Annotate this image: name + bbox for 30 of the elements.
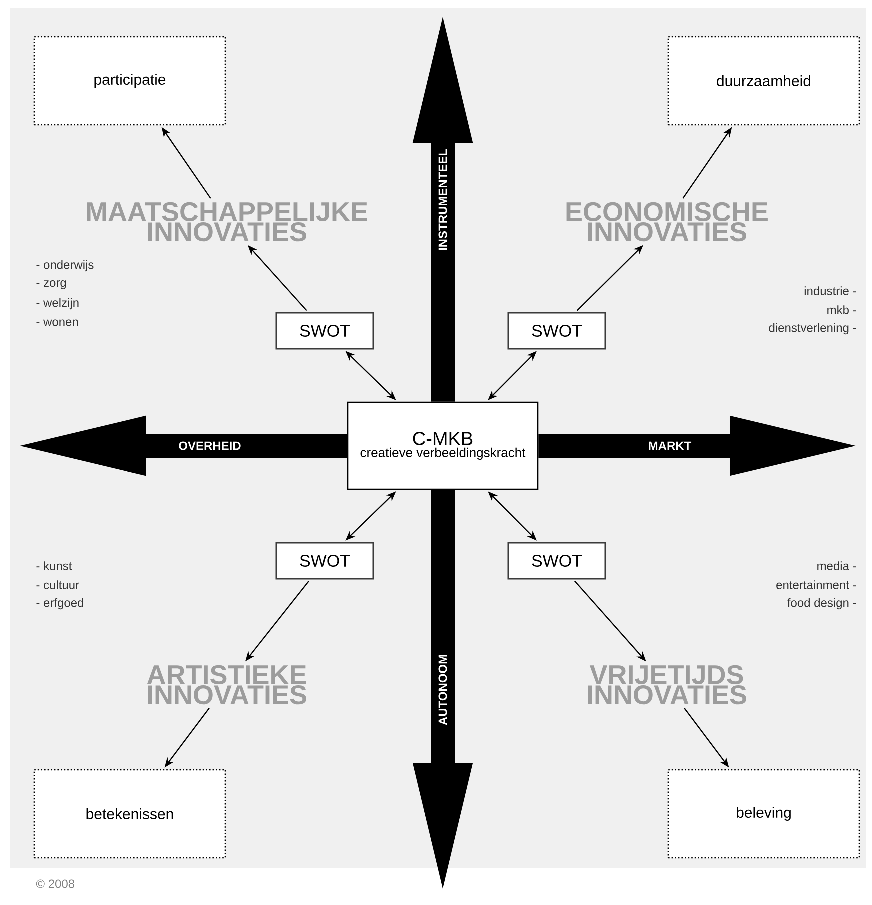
copyright-note: © 2008 (36, 880, 75, 888)
swot-box: SWOT (276, 542, 374, 580)
swot-box: SWOT (508, 542, 606, 580)
category-title: MAATSCHAPPELIJKE INNOVATIES (87, 202, 368, 242)
category-title: VRIJETIJDS INNOVATIES (588, 665, 746, 705)
list-item: - welzijn (36, 298, 79, 310)
list-item: food design - (788, 598, 856, 610)
list-item: - wonen (36, 320, 78, 326)
edge-label: AUTONOOM (438, 653, 448, 727)
category-title: ARTISTIEKE INNOVATIES (147, 665, 306, 705)
outcome-box: betekenissen (34, 769, 226, 859)
list-item: - cultuur (36, 580, 80, 590)
edge-label: INSTRUMENTEEL (438, 148, 448, 252)
edge-label: OVERHEID (178, 440, 242, 452)
outcome-box: participatie (34, 36, 226, 126)
list-item: - erfgoed (36, 598, 84, 610)
center-box: C-MKB creatieve verbeeldingskracht (347, 402, 539, 490)
swot-box: SWOT (508, 312, 606, 350)
list-item: entertainment - (776, 580, 856, 590)
list-item: - onderwijs (36, 260, 94, 272)
swot-box: SWOT (276, 312, 374, 350)
list-item: media - (818, 562, 856, 570)
category-title: ECONOMISCHE INNOVATIES (566, 202, 768, 242)
list-item: mkb - (828, 306, 856, 314)
list-item: industrie - (804, 286, 856, 296)
outcome-box: duurzaamheid (668, 36, 860, 126)
list-item: - zorg (36, 280, 66, 290)
list-item: dienstverlening - (769, 323, 856, 335)
outcome-box: beleving (668, 769, 860, 859)
list-item: - kunst (36, 562, 72, 570)
